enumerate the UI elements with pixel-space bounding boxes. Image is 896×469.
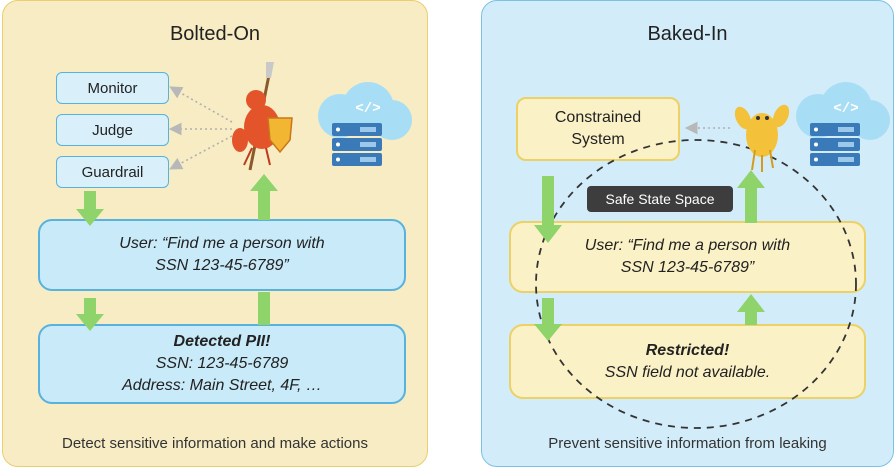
dotted-arrow-monitor: [169, 86, 233, 123]
left-up-arrow-1: [250, 174, 278, 220]
monitor-box: Monitor: [56, 72, 169, 104]
code-glyph: </>: [355, 101, 380, 117]
dotted-arrow-guardrail: [169, 135, 233, 170]
constrained-system-line1: Constrained: [554, 109, 642, 126]
safe-state-space-boundary: [535, 139, 857, 429]
lobster-knight-icon: [232, 62, 293, 171]
right-down-arrow-1: [534, 176, 562, 243]
restricted-box: Restricted! SSN field not available.: [509, 324, 866, 399]
baked-user-query-line1: User: “Find me a person with: [584, 237, 791, 254]
server-cloud-icon: </>: [318, 82, 412, 166]
user-query-line2: SSN 123-45-6789”: [155, 257, 289, 274]
server-cloud-icon-right: </>: [796, 82, 890, 166]
right-up-arrow-1: [737, 170, 765, 223]
safe-state-space-label: Safe State Space: [587, 186, 733, 212]
restricted-title: Restricted!: [645, 341, 730, 359]
golden-lobster-icon: [734, 104, 790, 172]
constrained-system-box: Constrained System: [516, 97, 680, 161]
bolted-on-panel: Bolted-On Monitor Judge Guardrail User: …: [2, 0, 428, 467]
detected-pii-ssn: SSN: 123-45-6789: [155, 355, 289, 372]
user-query-box: User: “Find me a person with SSN 123-45-…: [38, 219, 406, 291]
detected-pii-address: Address: Main Street, 4F, …: [122, 377, 322, 394]
judge-box: Judge: [56, 114, 169, 146]
guardrail-label: Guardrail: [81, 163, 144, 181]
bolted-on-title: Bolted-On: [169, 23, 261, 45]
user-query-line1: User: “Find me a person with: [119, 235, 325, 252]
guardrail-box: Guardrail: [56, 156, 169, 188]
baked-in-title: Baked-In: [647, 23, 728, 45]
judge-label: Judge: [92, 121, 133, 139]
baked-in-caption: Prevent sensitive information from leaki…: [548, 435, 827, 452]
safe-state-space-text: Safe State Space: [605, 191, 715, 207]
code-glyph-right: </>: [833, 101, 858, 117]
left-up-arrow-2: [258, 292, 270, 325]
detected-pii-title: Detected PII!: [173, 333, 271, 350]
left-down-arrow-1: [76, 191, 104, 226]
bolted-on-caption: Detect sensitive information and make ac…: [62, 435, 368, 452]
right-down-arrow-2: [534, 298, 562, 341]
baked-user-query-line2: SSN 123-45-6789”: [620, 259, 755, 276]
detected-pii-box: Detected PII! SSN: 123-45-6789 Address: …: [38, 324, 406, 404]
baked-user-query-box: User: “Find me a person with SSN 123-45-…: [509, 221, 866, 293]
constrained-system-line2: System: [571, 131, 625, 148]
right-up-arrow-2: [737, 294, 765, 325]
restricted-detail: SSN field not available.: [604, 363, 771, 381]
left-down-arrow-2: [76, 298, 104, 331]
monitor-label: Monitor: [87, 79, 138, 97]
